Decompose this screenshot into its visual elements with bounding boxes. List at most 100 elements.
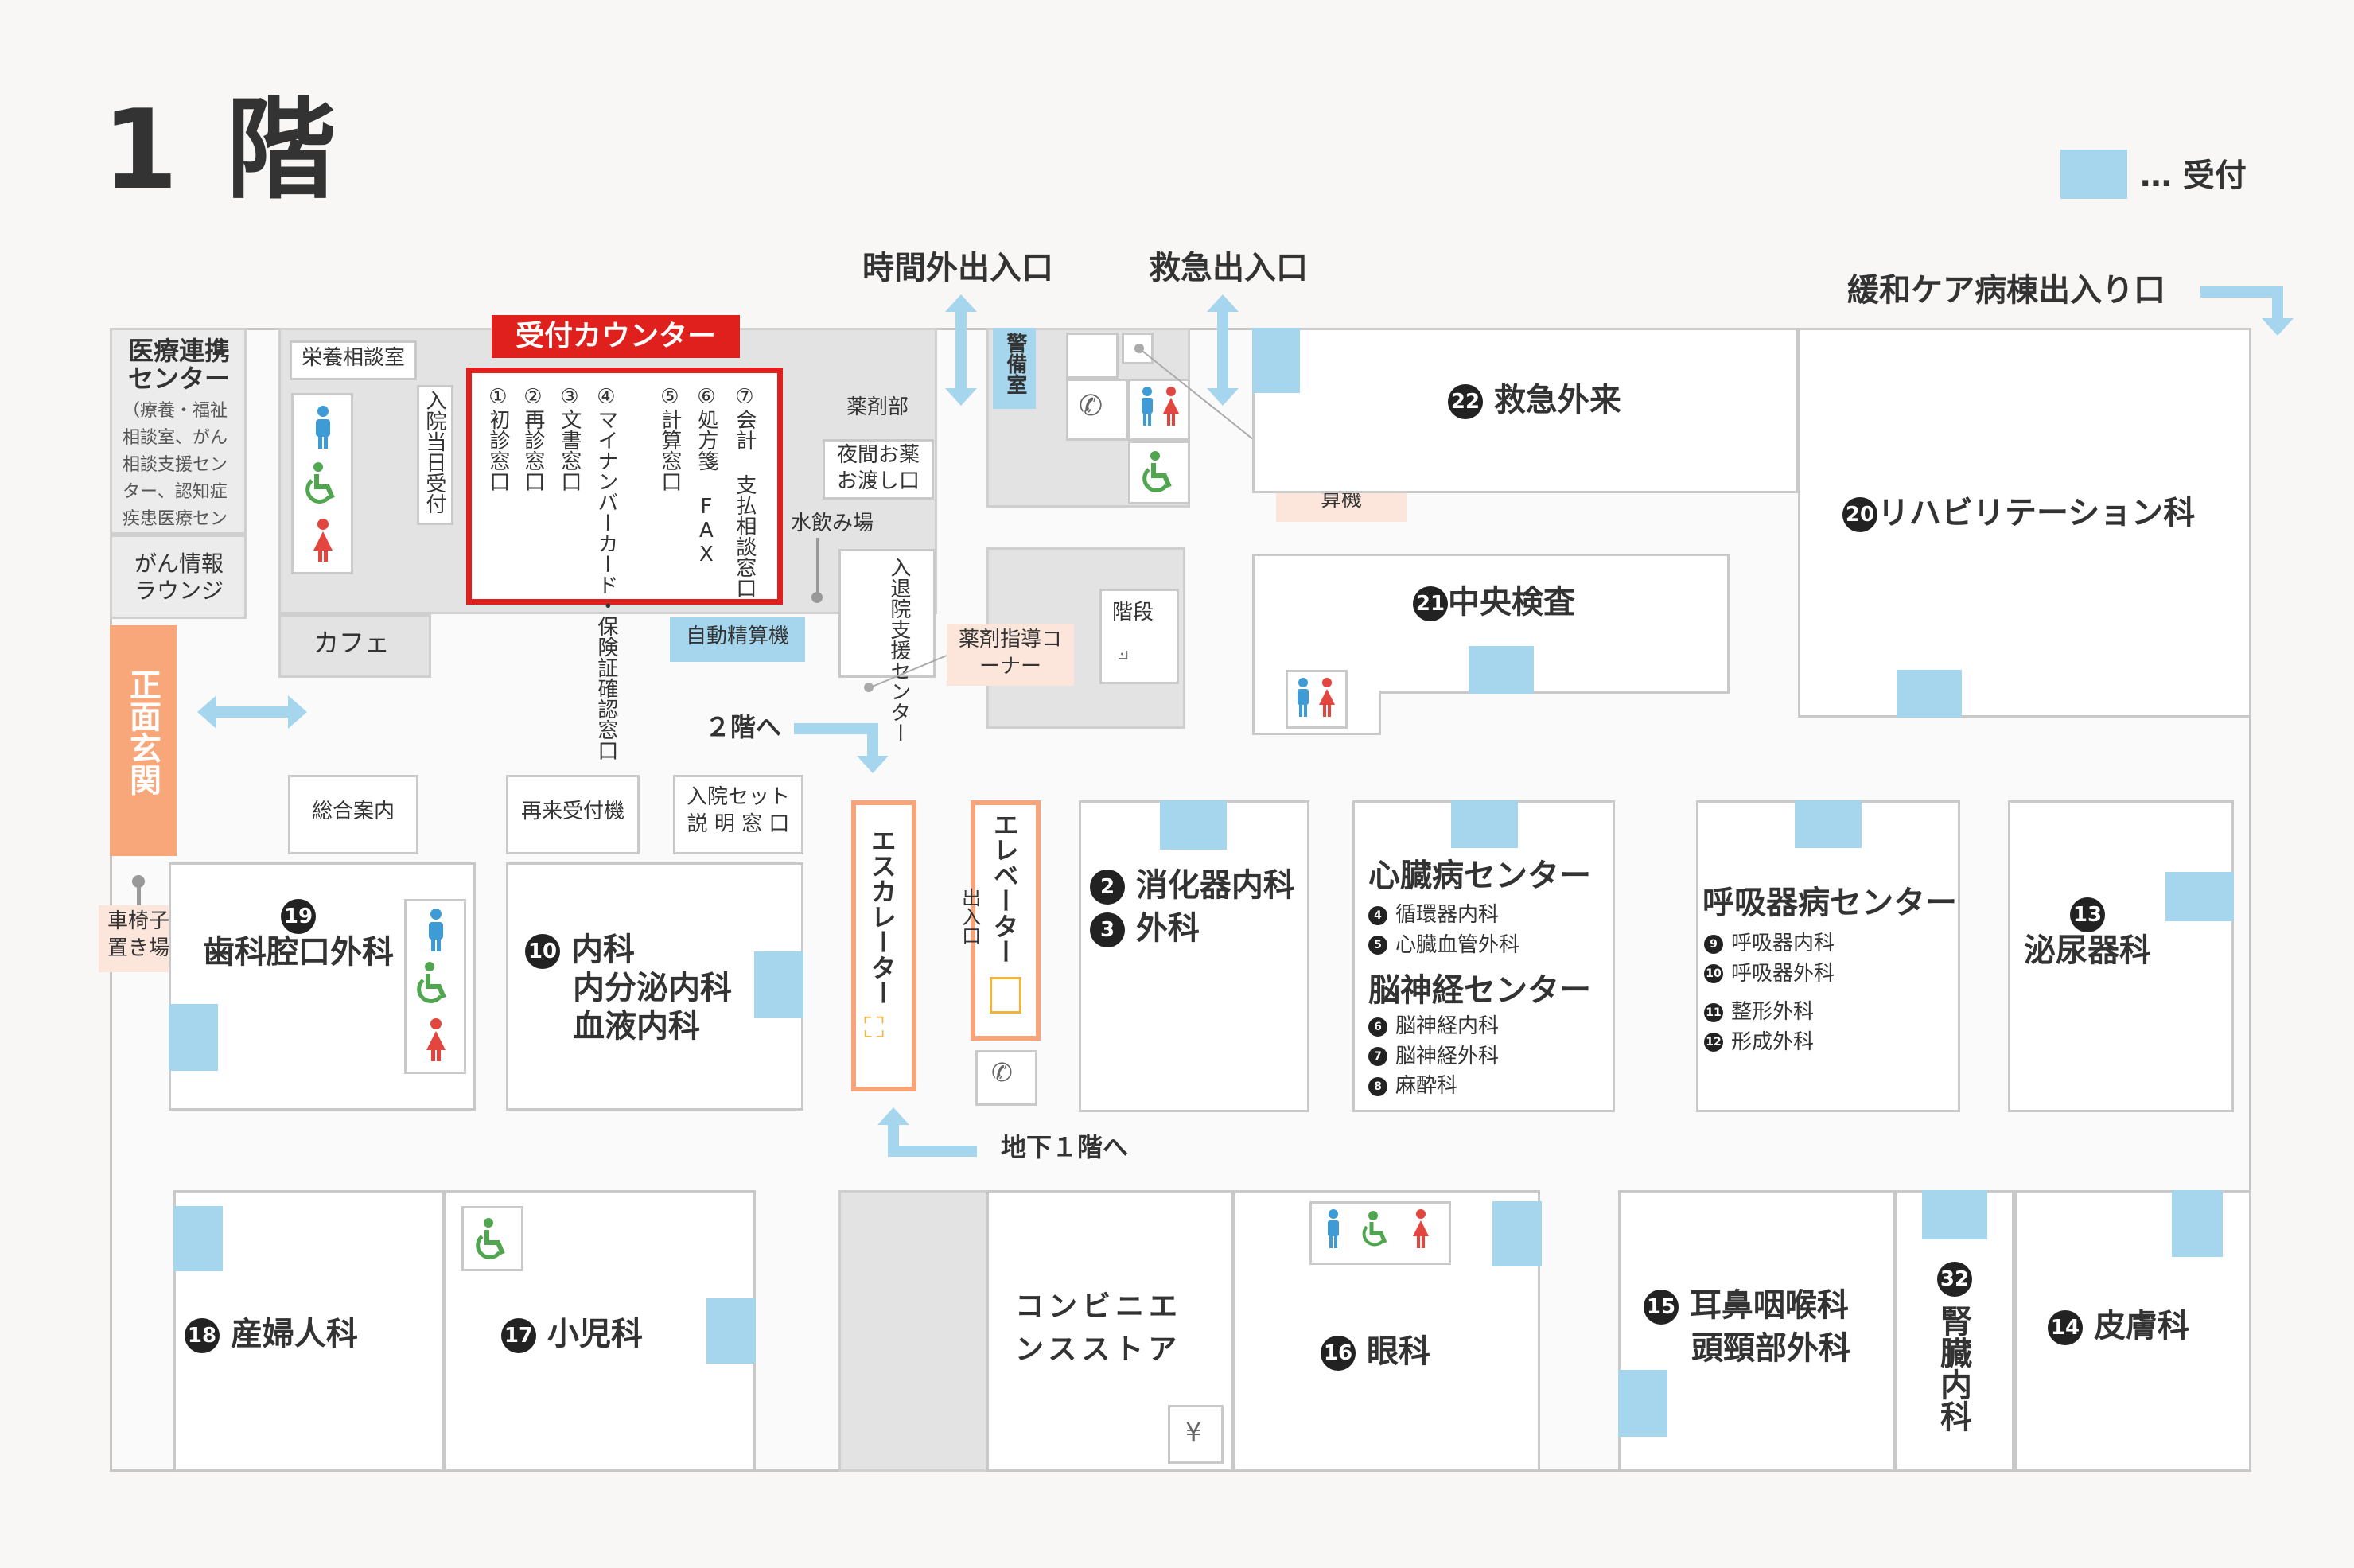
auto-payment-machine[interactable]	[670, 617, 805, 662]
wheelchair-pointer	[137, 878, 141, 910]
legend-label: … 受付	[2140, 158, 2247, 194]
counter-window-2: ②再診窓口	[520, 385, 545, 492]
ophthalmology-dept: 16 眼科	[1321, 1333, 1430, 1371]
restroom-3	[1286, 670, 1348, 729]
counter-title: 受付カウンター	[515, 320, 716, 352]
phone-box[interactable]	[1066, 379, 1128, 441]
women-restroom-icon	[313, 519, 333, 562]
escalator-label: エスカレーター	[866, 827, 897, 1006]
phone-icon: ✆	[1079, 390, 1103, 422]
rehab-dept: 20リハビリテーション科	[1842, 495, 2195, 532]
accessible-restroom-2	[1128, 441, 1190, 504]
ent-reception[interactable]	[1618, 1370, 1667, 1437]
guidance-pointer	[864, 655, 947, 692]
arrow-up-icon	[945, 294, 977, 312]
wheelchair-label: 車椅子置き場	[107, 909, 169, 960]
nephrology-num: 32	[1919, 1262, 1990, 1297]
dermatology-dept: 14 皮膚科	[2048, 1308, 2189, 1345]
nutrition-room-label: 栄養相談室	[301, 346, 405, 370]
internal-reception[interactable]	[754, 951, 803, 1018]
water-fountain-dot	[811, 592, 823, 603]
medication-guidance	[947, 624, 1074, 686]
admission-support-label-a: 入退院支援センター	[886, 557, 911, 743]
water-fountain-label: 水飲み場	[791, 512, 874, 535]
dental-reception[interactable]	[169, 1004, 218, 1071]
information-label: 総合案内	[311, 800, 395, 823]
emergency-dept: 22 救急外来	[1448, 382, 1621, 419]
phone-box-2[interactable]	[975, 1050, 1037, 1106]
stairs-icon: ⟓	[1117, 636, 1130, 666]
liaison-center-room	[110, 328, 247, 535]
medication-guidance-label: 薬剤指導コーナー	[958, 628, 1062, 679]
internal-dept: 10 内科内分泌内科血液内科	[525, 931, 732, 1045]
atm[interactable]	[1168, 1405, 1224, 1464]
restroom-pair-icon-3	[1298, 678, 1335, 717]
emergency-reception[interactable]	[1252, 328, 1300, 393]
dermatology-reception[interactable]	[2172, 1190, 2223, 1257]
cancer-lounge-room	[110, 535, 247, 619]
heart-reception[interactable]	[1451, 800, 1518, 848]
urology-reception[interactable]	[2165, 872, 2234, 921]
gastro-reception[interactable]	[1160, 800, 1227, 850]
counter-window-4: ④マイナンバーカード・保険証確認窓口	[593, 385, 618, 761]
reception-swatch-icon	[2060, 150, 2127, 199]
guard-room-label: 警備室	[1002, 333, 1027, 395]
men-restroom-icon-4	[429, 909, 443, 951]
central-lab-dept: 21中央検査	[1413, 584, 1575, 621]
cafe-room	[278, 614, 431, 678]
yen-icon: ¥	[1185, 1417, 1202, 1447]
to-2f-label: ２階へ	[705, 712, 782, 742]
to-b1-label: 地下１階へ	[1001, 1132, 1129, 1162]
women-restroom-icon-4	[426, 1018, 446, 1061]
escalator[interactable]	[851, 800, 916, 1091]
obgyn-reception[interactable]	[173, 1206, 223, 1271]
nephrology-reception[interactable]	[1922, 1190, 1987, 1239]
revisit-machine[interactable]	[506, 775, 640, 854]
aed-box	[1066, 333, 1119, 379]
escalator-icon: ⛶	[864, 1012, 885, 1045]
counter-window-3: ③文書窓口	[557, 385, 582, 492]
internal-room	[506, 862, 803, 1111]
gastro-room	[1079, 800, 1309, 1112]
main-entrance-label: 正面玄関	[124, 668, 161, 796]
phone-icon-2: ✆	[991, 1057, 1013, 1087]
night-medicine-label: 夜間お薬お渡し口	[836, 443, 920, 493]
palliative-entrance-label: 緩和ケア病棟出入り口	[1847, 272, 2165, 309]
stairs-label: 階段	[1112, 601, 1154, 624]
central-lab-reception[interactable]	[1469, 646, 1534, 694]
same-day-admission-label: 入院当日受付	[422, 390, 446, 514]
men-restroom-icon	[316, 406, 330, 449]
night-medicine-window[interactable]	[823, 439, 934, 500]
admission-support-center[interactable]	[838, 549, 936, 678]
nutrition-room	[290, 340, 417, 380]
restroom-trio-icon	[1328, 1209, 1429, 1248]
information-desk[interactable]	[288, 775, 418, 854]
ophthalmology-reception[interactable]	[1492, 1201, 1542, 1266]
same-day-admission-box[interactable]	[417, 385, 453, 525]
elevator-icon	[990, 977, 1021, 1014]
convenience-label: コンビニエンスストア	[1015, 1290, 1183, 1366]
wheelchair-dot	[132, 875, 145, 888]
rehab-reception[interactable]	[1897, 670, 1962, 718]
after-hours-entrance-label: 時間外出入口	[862, 250, 1053, 286]
pharmacy-label: 薬剤部	[846, 395, 909, 419]
floor-title: 1 階	[102, 86, 341, 214]
counter-window-7: ⑦会計 支払相談窓口	[732, 385, 757, 598]
elevator[interactable]	[971, 800, 1041, 1041]
admission-set-window[interactable]	[673, 775, 803, 854]
respiratory-reception[interactable]	[1795, 800, 1862, 848]
main-entrance[interactable]	[110, 625, 177, 856]
stairs	[1099, 589, 1179, 684]
reception-counter[interactable]	[466, 368, 783, 605]
pediatrics-dept: 17 小児科	[501, 1316, 643, 1353]
guard-room	[993, 328, 1036, 409]
nephrology-dept: 腎臓内科	[1935, 1305, 1971, 1432]
wheelchair-storage	[99, 905, 178, 972]
pediatrics-reception[interactable]	[706, 1298, 756, 1364]
counter-window-1: ①初診窓口	[485, 385, 510, 492]
